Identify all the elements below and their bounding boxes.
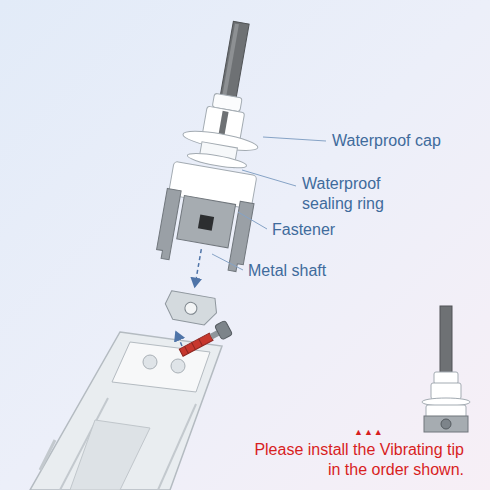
warning-marks: ▲▲▲ — [354, 427, 384, 437]
assembled-tip — [422, 306, 470, 432]
part-label: Metal shaft — [248, 261, 326, 281]
install-note: Please install the Vibrating tip in the … — [240, 440, 464, 480]
part-label: Fastener — [272, 220, 335, 240]
exploded-parts — [145, 15, 284, 330]
part-label: Waterproof cap — [332, 131, 441, 151]
handle-body — [30, 332, 222, 490]
part-label: Waterproof sealing ring — [302, 174, 402, 214]
insert-arrow — [176, 332, 182, 346]
screw — [177, 320, 232, 359]
